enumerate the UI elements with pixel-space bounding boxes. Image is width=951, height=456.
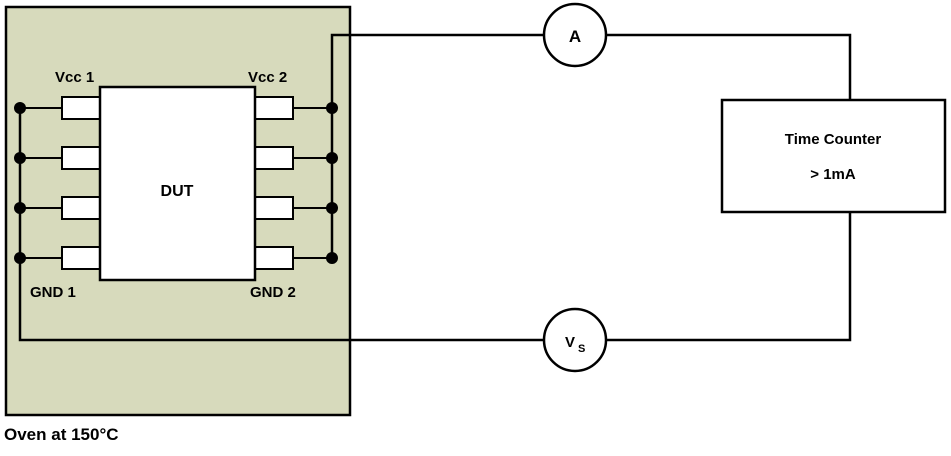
junction-dot — [14, 252, 26, 264]
voltage-source-symbol — [542, 307, 608, 373]
dut-pin — [61, 246, 101, 270]
junction-dot — [326, 252, 338, 264]
ammeter-label: A — [569, 27, 581, 46]
voltage-source-label: V — [565, 334, 575, 351]
time-counter-threshold: > 1mA — [810, 166, 856, 183]
dut-pin — [254, 246, 294, 270]
gnd2-label: GND 2 — [250, 284, 296, 301]
junction-dot — [326, 102, 338, 114]
oven-caption: Oven at 150°C — [4, 425, 119, 444]
vcc2-label: Vcc 2 — [248, 69, 287, 86]
junction-dot — [14, 102, 26, 114]
dut-pin — [61, 196, 101, 220]
voltage-source-subscript: S — [578, 343, 585, 355]
time-counter-title: Time Counter — [785, 131, 882, 148]
time-counter-box — [720, 98, 947, 214]
junction-dot — [326, 202, 338, 214]
dut-pin — [61, 96, 101, 120]
dut-pin — [254, 196, 294, 220]
wire-top-right — [606, 33, 852, 100]
gnd1-label: GND 1 — [30, 284, 76, 301]
junction-dot — [326, 152, 338, 164]
dut-pin — [254, 146, 294, 170]
dut-body — [98, 85, 257, 282]
dut-pin — [254, 96, 294, 120]
junction-dot — [14, 152, 26, 164]
dut-label: DUT — [161, 183, 194, 200]
dut-pin — [61, 146, 101, 170]
wire-bottom-left — [18, 108, 544, 342]
wire-bottom-right — [606, 212, 852, 342]
vcc1-label: Vcc 1 — [55, 69, 94, 86]
ammeter-symbol — [542, 2, 608, 68]
junction-dot — [14, 202, 26, 214]
wire-top-left — [330, 33, 544, 258]
